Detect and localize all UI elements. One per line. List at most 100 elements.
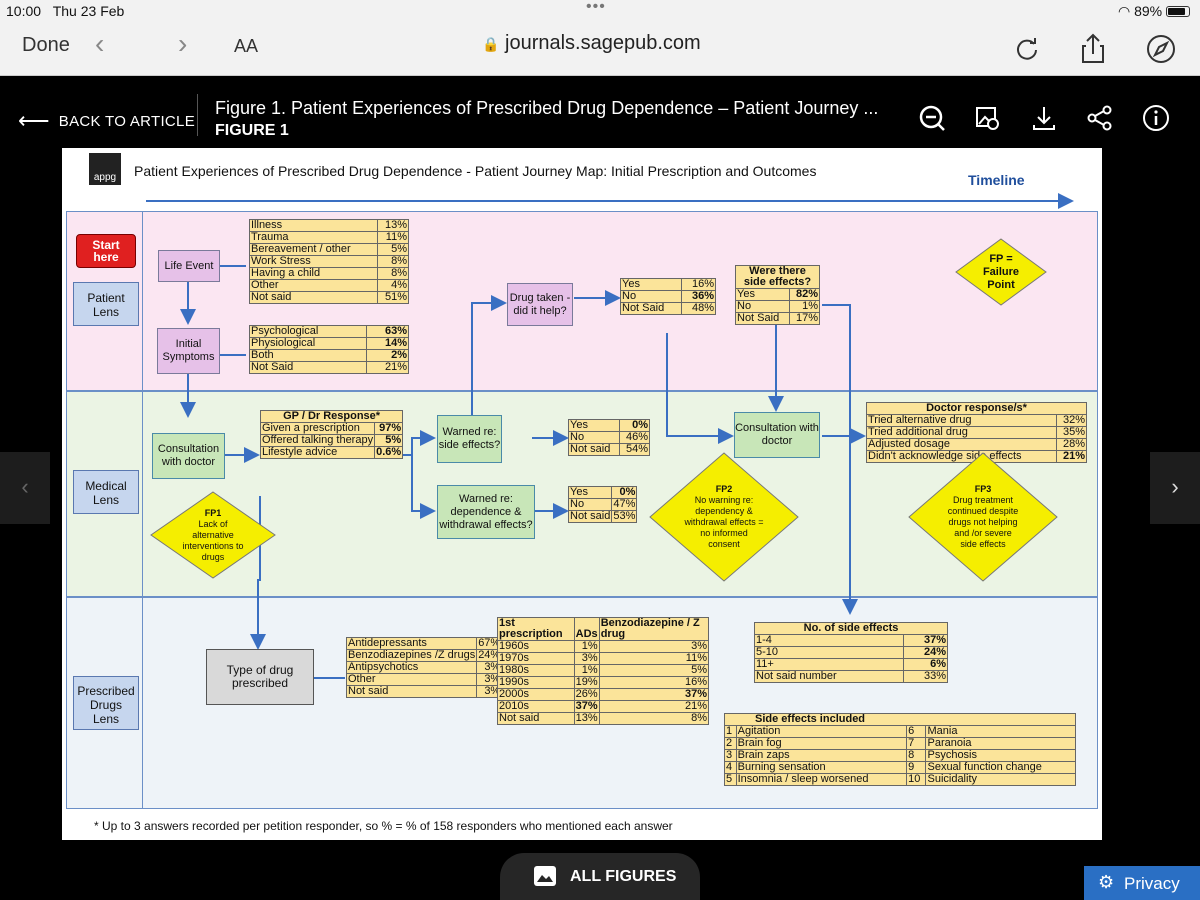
table-cell: Other bbox=[345, 673, 478, 686]
image-download-icon[interactable] bbox=[974, 104, 1002, 132]
url-text: journals.sagepub.com bbox=[505, 32, 701, 54]
table-cell: Work Stress bbox=[249, 255, 378, 268]
share-nodes-icon[interactable] bbox=[1086, 104, 1114, 132]
table-cell: 8 bbox=[906, 749, 927, 762]
table-cell: 4 bbox=[724, 761, 737, 774]
table-cell: Not said bbox=[249, 291, 378, 304]
table-cell: 3 bbox=[724, 749, 737, 762]
table-cell: 8% bbox=[376, 267, 410, 280]
table-cell: 13% bbox=[376, 219, 410, 232]
table-cell: Yes bbox=[619, 278, 683, 291]
back-to-article-link[interactable]: ⟵ BACK TO ARTICLE bbox=[18, 108, 195, 134]
table-row: GP / Dr Response* bbox=[259, 410, 404, 423]
share-icon[interactable] bbox=[1076, 32, 1110, 66]
status-bar: 10:00 Thu 23 Feb ••• ◠ 89% bbox=[0, 0, 1200, 24]
table-cell: 9 bbox=[906, 761, 927, 774]
table-cell: 11% bbox=[376, 231, 410, 244]
table-cell: 1990s bbox=[497, 676, 575, 689]
table-cell: 1% bbox=[573, 640, 600, 653]
life-event-node: Life Event bbox=[158, 250, 220, 282]
next-figure-button[interactable]: › bbox=[1150, 452, 1200, 524]
privacy-button[interactable]: ⚙ Privacy bbox=[1084, 866, 1200, 900]
fp-definition-body: Failure Point bbox=[982, 265, 1020, 291]
table-cell: Given a prescription bbox=[259, 422, 376, 435]
table-cell: 1 bbox=[724, 725, 737, 738]
fp3-title: FP3 bbox=[974, 484, 992, 494]
table-cell: 26% bbox=[573, 688, 600, 701]
reload-icon[interactable] bbox=[1010, 32, 1044, 66]
table-cell: Offered talking therapy bbox=[259, 434, 376, 447]
table-cell: 1970s bbox=[497, 652, 575, 665]
table-cell: 8% bbox=[598, 712, 710, 725]
initial-symptoms-node: Initial Symptoms bbox=[157, 328, 220, 374]
table-cell: Not said bbox=[567, 510, 613, 523]
multitask-dots-icon[interactable]: ••• bbox=[586, 0, 606, 15]
table-cell: 48% bbox=[681, 302, 716, 315]
table-cell: 3% bbox=[573, 652, 600, 665]
figure-viewer-header: ⟵ BACK TO ARTICLE Figure 1. Patient Expe… bbox=[0, 76, 1200, 148]
table-cell: 6 bbox=[906, 725, 927, 738]
previous-figure-button[interactable]: ‹ bbox=[0, 452, 50, 524]
table-cell: Agitation bbox=[735, 725, 908, 738]
table-cell: 5% bbox=[598, 664, 710, 677]
all-figures-button[interactable]: ALL FIGURES bbox=[500, 853, 700, 900]
download-icon[interactable] bbox=[1030, 104, 1058, 132]
table-cell: Other bbox=[249, 279, 378, 292]
zoom-out-icon[interactable] bbox=[918, 104, 946, 132]
table-cell: 6% bbox=[902, 658, 949, 671]
fp2-title: FP2 bbox=[715, 484, 733, 494]
back-chevron-icon[interactable]: ‹ bbox=[95, 28, 105, 59]
table-row: Side effects included bbox=[724, 713, 1076, 726]
table-cell: No bbox=[567, 431, 621, 444]
lock-icon: 🔒 bbox=[482, 36, 500, 52]
table-cell: 5-10 bbox=[754, 646, 904, 659]
forward-chevron-icon[interactable]: › bbox=[178, 28, 188, 59]
diagram-title: Patient Experiences of Prescribed Drug D… bbox=[134, 163, 817, 179]
medical-lens-label: Medical Lens bbox=[73, 470, 139, 514]
table-cell: Mania bbox=[925, 725, 1076, 738]
compass-icon[interactable] bbox=[1144, 32, 1178, 66]
table-cell: 21% bbox=[1055, 450, 1088, 463]
chevron-left-icon: ‹ bbox=[21, 474, 29, 499]
table-cell: Illness bbox=[249, 219, 378, 232]
table-cell: Not Said bbox=[619, 302, 683, 315]
table-cell: 16% bbox=[598, 676, 710, 689]
fp-definition-shape bbox=[955, 238, 1047, 306]
address-bar[interactable]: 🔒 journals.sagepub.com bbox=[482, 32, 701, 55]
info-icon[interactable] bbox=[1142, 104, 1170, 132]
table-cell: Not said bbox=[567, 443, 621, 456]
table-cell: Benzodiazepine / Z drug bbox=[598, 617, 710, 641]
battery-icon bbox=[1166, 6, 1190, 17]
reader-aa-button[interactable]: AA bbox=[234, 36, 259, 56]
table-cell: Not said bbox=[497, 712, 575, 725]
table-cell: Physiological bbox=[248, 337, 368, 350]
warned-side-node: Warned re: side effects? bbox=[437, 415, 502, 463]
table-cell: Not Said bbox=[248, 361, 368, 374]
patient-band bbox=[66, 211, 1098, 391]
status-date: Thu 23 Feb bbox=[52, 3, 125, 19]
table-cell: Sexual function change bbox=[925, 761, 1076, 774]
table-cell: 1980s bbox=[497, 664, 575, 677]
table-cell: 2 bbox=[724, 737, 737, 750]
table-cell: Suicidality bbox=[925, 773, 1076, 786]
consultation-node: Consultation with doctor bbox=[152, 433, 225, 479]
done-button[interactable]: Done bbox=[22, 34, 70, 56]
